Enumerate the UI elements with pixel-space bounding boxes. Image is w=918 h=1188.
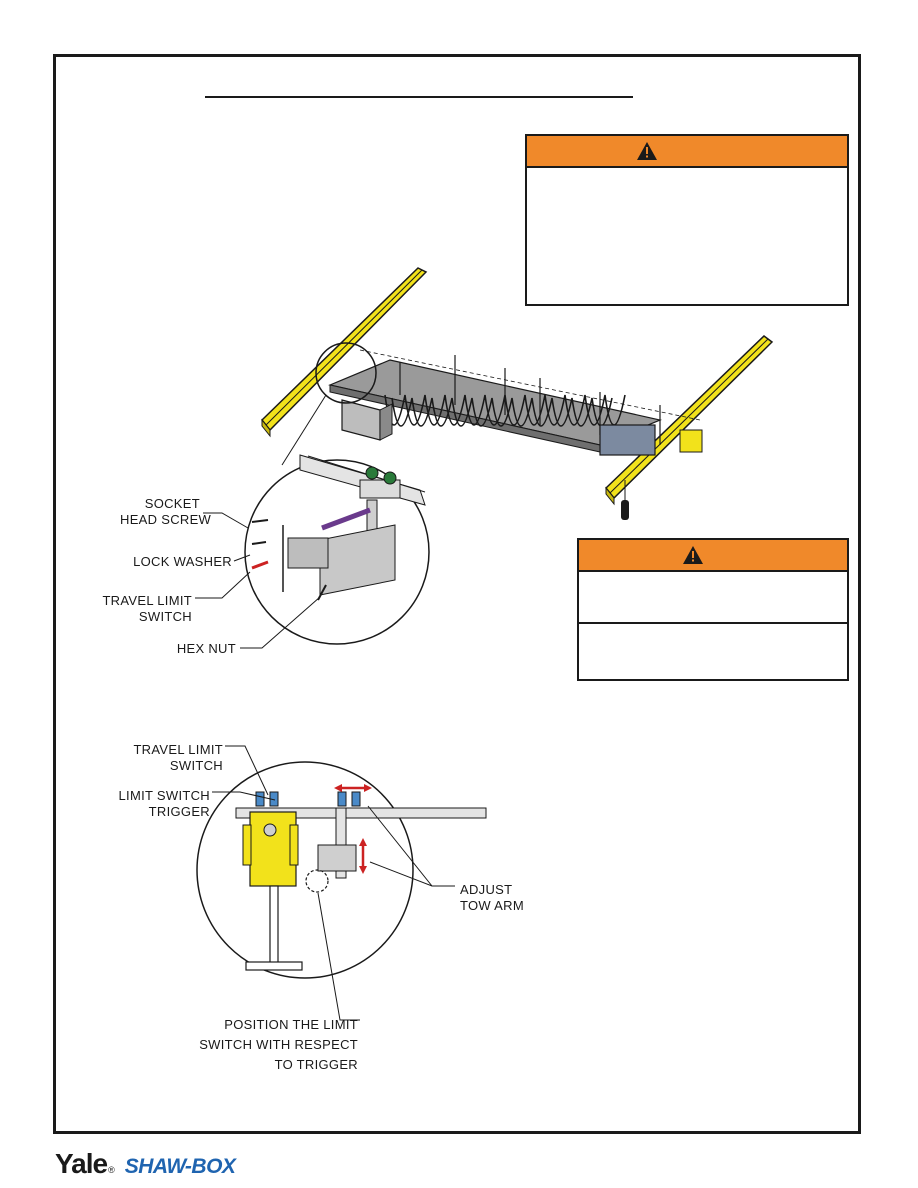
detail-view-limit-switch-mount bbox=[244, 454, 430, 645]
control-panel bbox=[341, 399, 393, 441]
label-travel-limit-switch-2: TRAVEL LIMIT SWITCH bbox=[133, 742, 223, 773]
section-title-underline bbox=[205, 96, 633, 98]
footer-logo: Yale® SHAW-BOX bbox=[55, 1148, 236, 1180]
label-hex-nut: HEX NUT bbox=[176, 641, 236, 656]
label-limit-switch-trigger: LIMIT SWITCH TRIGGER bbox=[118, 788, 210, 819]
left-runway-rail bbox=[260, 267, 428, 438]
warning-row bbox=[579, 572, 847, 624]
warning-header bbox=[527, 136, 847, 168]
leader-lines-1 bbox=[195, 512, 321, 649]
detail-view-trigger-position bbox=[196, 761, 487, 979]
detail-callout-circle bbox=[315, 342, 377, 404]
page-frame bbox=[53, 54, 861, 1134]
right-runway-rail bbox=[604, 335, 774, 506]
warning-box-top bbox=[525, 134, 849, 306]
label-position-note: POSITION THE LIMIT SWITCH WITH RESPECT T… bbox=[199, 1017, 358, 1072]
warning-header bbox=[579, 540, 847, 572]
yale-logo: Yale bbox=[55, 1148, 108, 1179]
label-travel-limit-switch: TRAVEL LIMIT SWITCH bbox=[102, 593, 192, 624]
shaw-box-logo: SHAW-BOX bbox=[124, 1155, 236, 1178]
end-truck-right bbox=[599, 424, 703, 456]
label-adjust-tow-arm: ADJUST TOW ARM bbox=[460, 882, 524, 913]
pendant-station bbox=[621, 480, 629, 520]
label-lock-washer: LOCK WASHER bbox=[133, 554, 232, 569]
warning-box-bottom bbox=[577, 538, 849, 681]
leader-lines-2 bbox=[212, 745, 455, 1021]
warning-triangle-icon bbox=[637, 142, 657, 160]
warning-triangle-icon bbox=[683, 546, 703, 564]
registered-mark: ® bbox=[108, 1165, 115, 1175]
label-socket-head-screw: SOCKET HEAD SCREW bbox=[120, 496, 212, 527]
